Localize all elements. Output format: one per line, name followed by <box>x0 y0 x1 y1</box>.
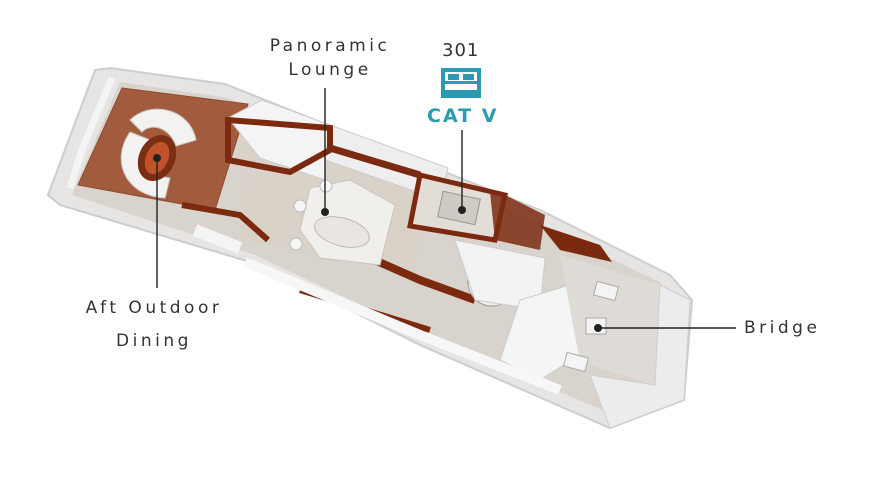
bridge-label: Bridge <box>744 318 821 338</box>
lounge-table <box>314 216 370 248</box>
aft-outdoor-dining-line2: Dining <box>116 331 192 351</box>
panoramic-lounge-line2: Lounge <box>288 60 372 80</box>
panoramic-lounge-label: Panoramic Lounge <box>255 34 405 82</box>
bridge-area <box>560 255 660 385</box>
cabin-category: CAT V <box>427 105 499 127</box>
bed-icon <box>441 68 481 98</box>
panoramic-lounge-line1: Panoramic <box>269 36 391 56</box>
aft-outdoor-dining-line1: Aft Outdoor <box>85 298 223 318</box>
aft-outdoor-dining-label: Aft Outdoor Dining <box>68 296 240 353</box>
cabin-number: 301 <box>442 40 480 61</box>
